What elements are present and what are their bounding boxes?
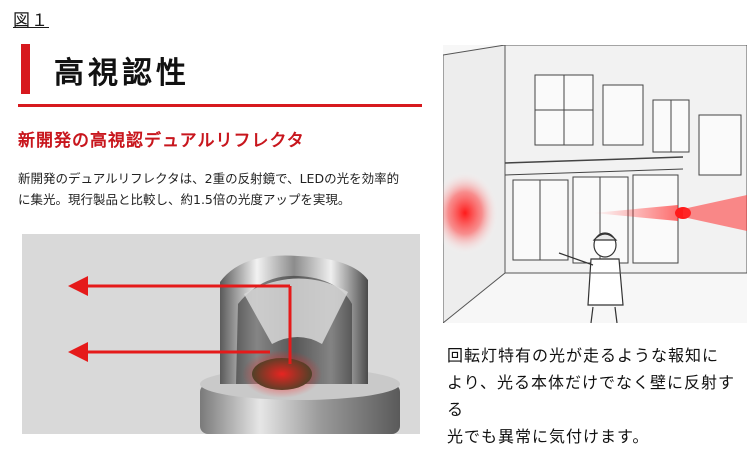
red-light-beam [593, 205, 678, 221]
reflector-photo [22, 234, 420, 434]
usage-illustration [443, 45, 747, 323]
reflected-light-glow [443, 171, 499, 255]
led-glow [242, 350, 322, 398]
reflector-mirror [244, 278, 348, 344]
description-line: に集光。現行製品と比較し、約1.5倍の光度アップを実現。 [18, 192, 351, 207]
heading-accent-bar [21, 44, 30, 94]
beacon-beam-right [683, 195, 747, 231]
reflector-illustration [68, 255, 400, 434]
section-subtitle: 新開発の高視認デュアルリフレクタ [18, 131, 305, 151]
caption-line: より、光る本体だけでなく壁に反射する [447, 373, 736, 419]
description-line: 新開発のデュアルリフレクタは、2重の反射鏡で、LEDの光を効率的 [18, 171, 400, 186]
section-description: 新開発のデュアルリフレクタは、2重の反射鏡で、LEDの光を効率的 に集光。現行製… [18, 168, 422, 210]
room-illustration [443, 45, 747, 323]
arrow-left-icon [68, 276, 88, 296]
section-title: 高視認性 [54, 56, 190, 91]
caption-line: 回転灯特有の光が走るような報知に [447, 346, 720, 365]
balcony-rail-lower [504, 168, 684, 176]
feature-section: 高視認性 新開発の高視認デュアルリフレクタ 新開発のデュアルリフレクタは、2重の… [18, 44, 422, 207]
heading-divider [18, 104, 422, 107]
arrow-left-icon [68, 342, 88, 362]
upper-windows [534, 74, 742, 176]
worker-figure [558, 232, 624, 323]
figure-label: 図１ [13, 11, 49, 31]
caption-line: 光でも異常に気付けます。 [447, 427, 650, 446]
balcony-rail [504, 156, 684, 164]
section-heading: 高視認性 [18, 44, 422, 96]
